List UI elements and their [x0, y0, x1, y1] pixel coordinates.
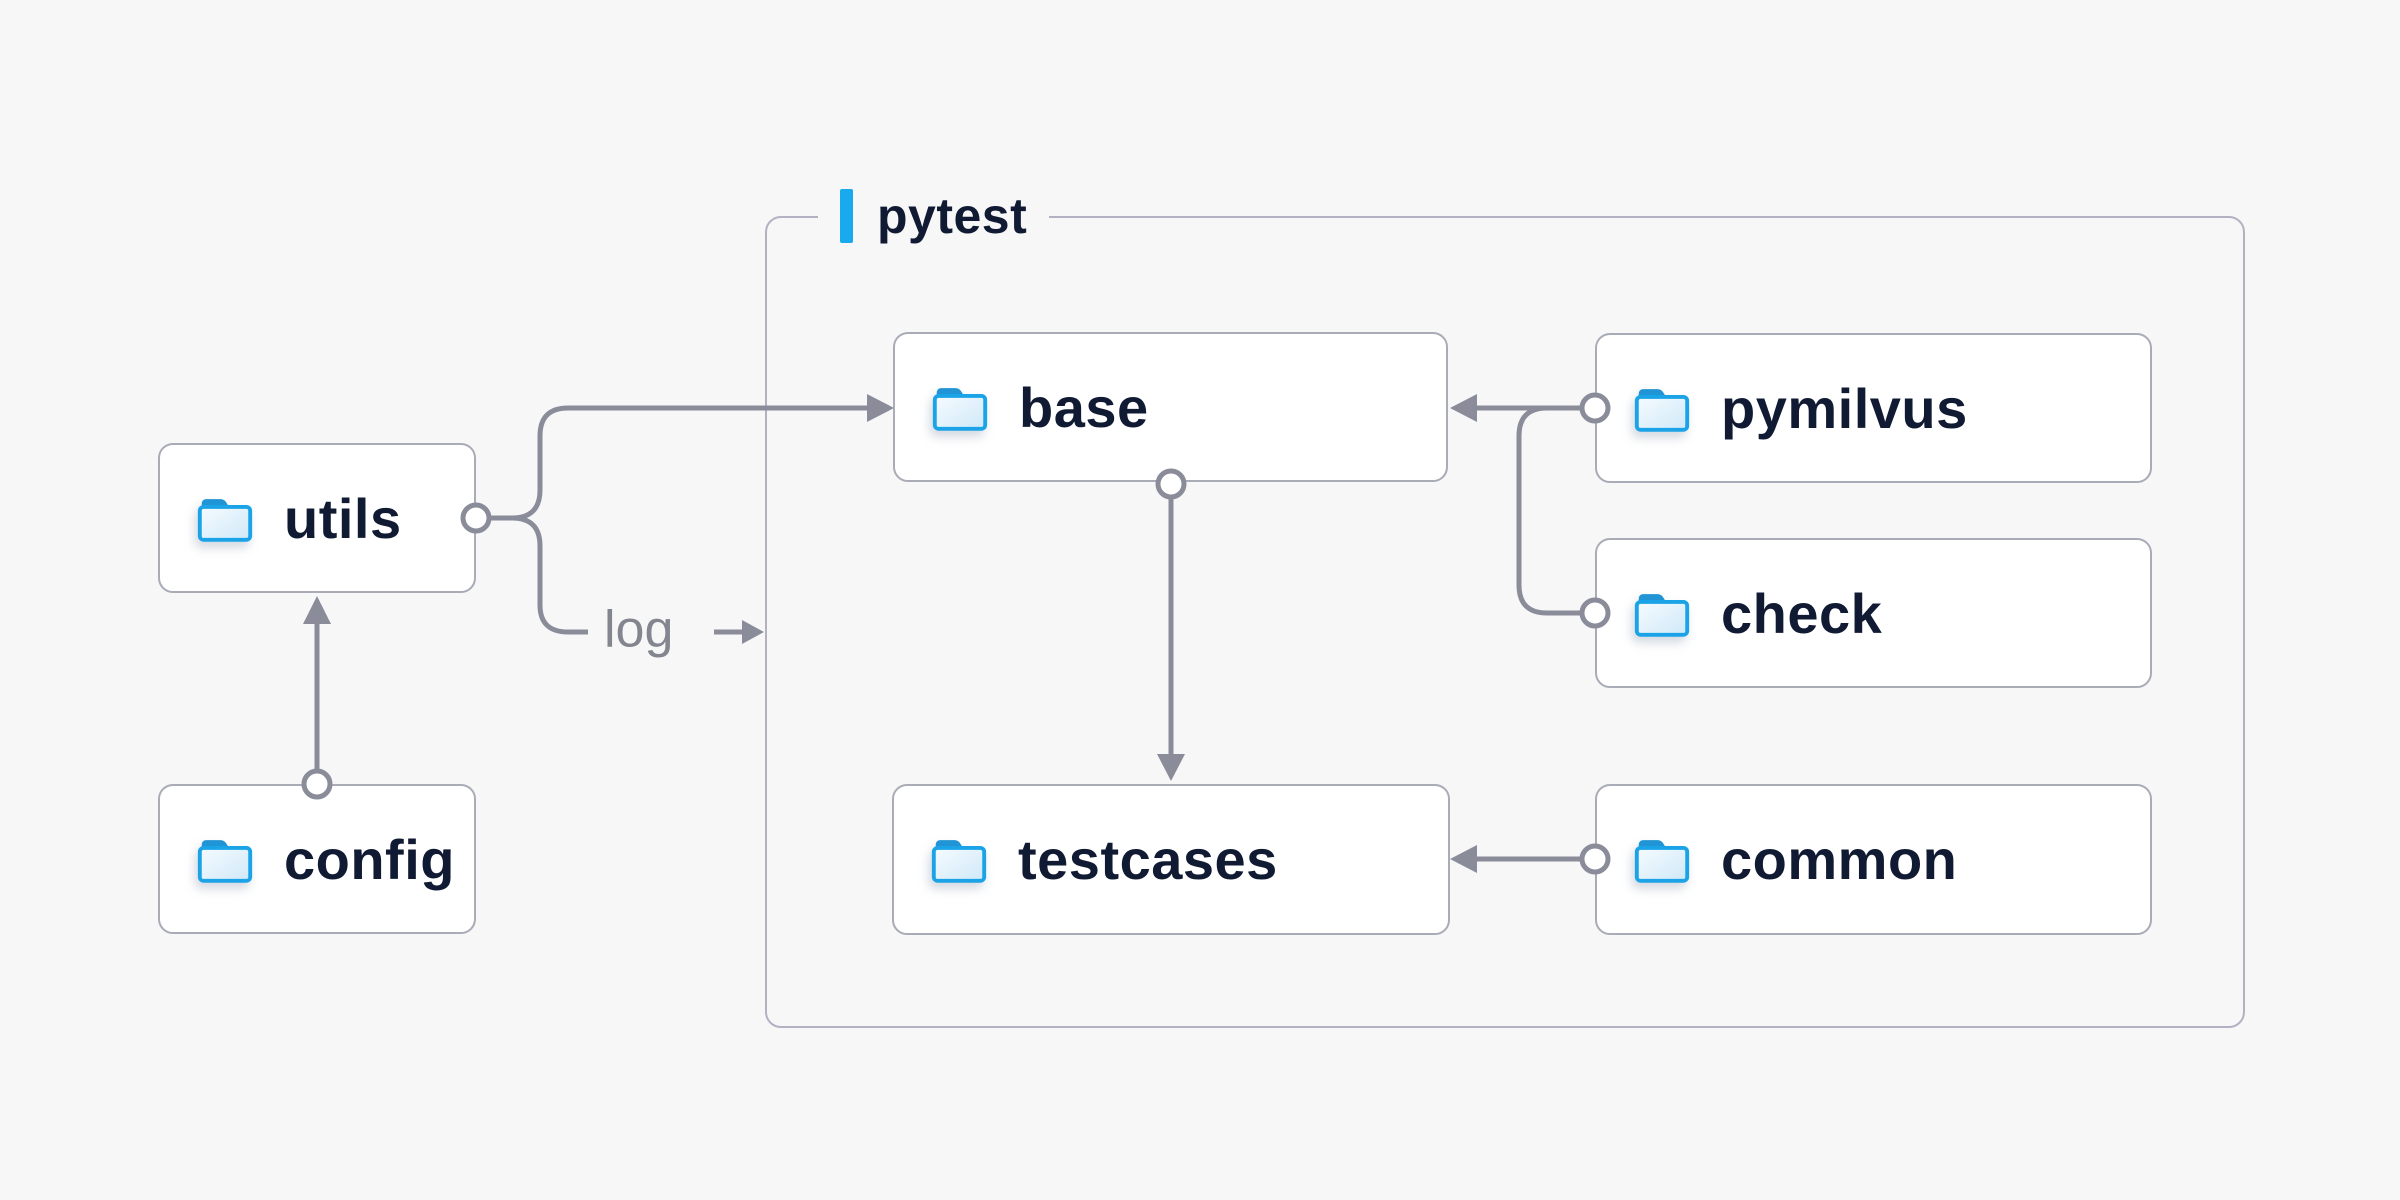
folder-icon	[931, 840, 987, 883]
node-label: common	[1721, 828, 1958, 891]
node-testcases: testcases	[892, 784, 1450, 935]
node-label: utils	[284, 486, 402, 550]
folder-icon	[1634, 593, 1690, 637]
node-pymilvus: pymilvus	[1595, 333, 2152, 483]
node-label: testcases	[1018, 828, 1278, 891]
pytest-group-label: pytest	[818, 184, 1050, 248]
node-check: check	[1595, 538, 2152, 688]
node-utils: utils	[158, 443, 476, 593]
folder-icon	[197, 498, 253, 542]
folder-icon	[932, 387, 988, 431]
edge-config-utils	[301, 596, 333, 800]
node-label: pymilvus	[1721, 376, 1968, 440]
node-label: check	[1721, 581, 1883, 645]
node-common: common	[1595, 784, 2152, 935]
folder-icon	[1634, 388, 1690, 432]
node-label: base	[1019, 375, 1149, 439]
log-edge-label: log	[604, 600, 674, 659]
node-label: config	[284, 827, 455, 891]
folder-icon	[197, 839, 253, 883]
node-base: base	[893, 332, 1448, 482]
folder-icon	[1634, 840, 1690, 883]
accent-bar-icon	[840, 189, 853, 243]
pytest-group-frame	[765, 216, 2245, 1028]
group-title: pytest	[877, 188, 1028, 244]
node-config: config	[158, 784, 476, 934]
